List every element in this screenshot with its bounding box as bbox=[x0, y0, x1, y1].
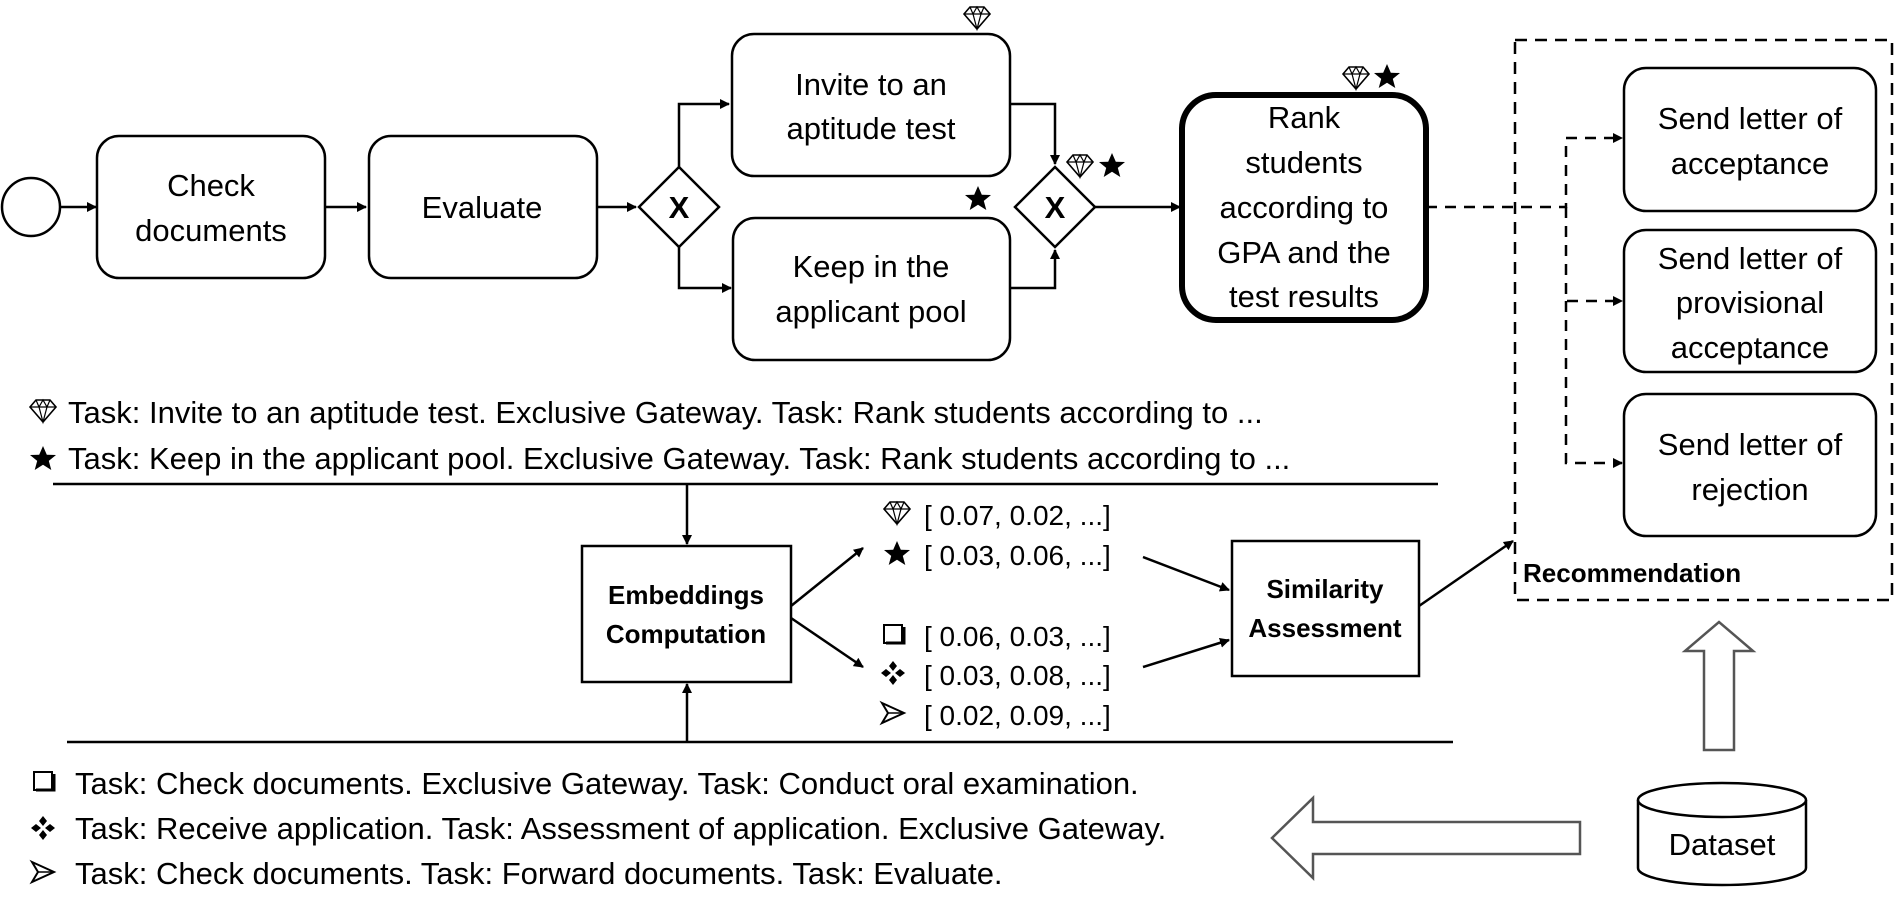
task-label: test results bbox=[1229, 279, 1379, 314]
bpmn-process: Check documents Evaluate X Invite to an … bbox=[0, 6, 1623, 468]
diamond-icon bbox=[1342, 66, 1370, 90]
svg-text:acceptance: acceptance bbox=[1671, 146, 1830, 181]
similarity-label: Assessment bbox=[1248, 613, 1402, 643]
task-keep-applicant-pool bbox=[731, 216, 1012, 362]
similarity-label: Similarity bbox=[1266, 574, 1384, 604]
svg-text:students: students bbox=[1245, 145, 1362, 180]
square-icon bbox=[32, 770, 56, 792]
vector-text: [ 0.07, 0.02, ...] bbox=[924, 500, 1111, 531]
task-label: GPA and the bbox=[1217, 235, 1391, 270]
exclusive-gateway-join bbox=[1013, 165, 1097, 249]
dataset-entry-text: Task: Check documents. Exclusive Gateway… bbox=[75, 766, 1139, 801]
recommendation-label: Recommendation bbox=[1523, 558, 1741, 588]
dataset-to-recommendation-arrow bbox=[1681, 620, 1757, 752]
task-label: students bbox=[1245, 145, 1362, 180]
vector-text: [ 0.03, 0.08, ...] bbox=[924, 660, 1111, 691]
dataset-entry-text: Task: Check documents. Task: Forward doc… bbox=[75, 856, 1003, 891]
svg-text:documents: documents bbox=[135, 213, 287, 248]
arrowhead-icon bbox=[31, 861, 55, 883]
task-label: Invite to an bbox=[795, 67, 947, 102]
task-label: Check bbox=[167, 168, 255, 203]
recommendation-connector bbox=[1426, 133, 1623, 209]
svg-text:applicant pool: applicant pool bbox=[775, 294, 966, 329]
svg-text:rejection: rejection bbox=[1691, 472, 1808, 507]
task-invite-aptitude-test bbox=[730, 32, 1012, 178]
star-icon bbox=[1374, 64, 1400, 88]
svg-text:Send letter of: Send letter of bbox=[1658, 241, 1843, 276]
svg-text:GPA and the: GPA and the bbox=[1217, 235, 1391, 270]
task-check-documents bbox=[95, 134, 327, 280]
task-label: rejection bbox=[1691, 472, 1808, 507]
task-label: according to bbox=[1220, 190, 1389, 225]
embeddings-section: Embeddings Computation [ 0.07, 0.02, ...… bbox=[67, 484, 1514, 744]
recommendation-box bbox=[1513, 38, 1894, 602]
task-label: Send letter of bbox=[1658, 241, 1843, 276]
four-diamonds-icon bbox=[881, 661, 905, 685]
vector-text: [ 0.03, 0.06, ...] bbox=[924, 540, 1111, 571]
query-text: Task: Invite to an aptitude test. Exclus… bbox=[68, 395, 1263, 430]
svg-text:Rank: Rank bbox=[1268, 100, 1341, 135]
four-diamonds-icon bbox=[31, 816, 55, 840]
task-send-provisional-acceptance[interactable] bbox=[1622, 228, 1878, 374]
task-send-rejection[interactable] bbox=[1622, 392, 1878, 538]
gateway-symbol: X bbox=[669, 190, 690, 225]
task-label: Rank bbox=[1268, 100, 1341, 135]
task-label: documents bbox=[135, 213, 287, 248]
arrowhead-icon bbox=[881, 702, 905, 724]
query-text: Task: Keep in the applicant pool. Exclus… bbox=[68, 441, 1290, 476]
svg-text:Send letter of: Send letter of bbox=[1658, 101, 1843, 136]
square-icon bbox=[882, 623, 906, 645]
star-icon bbox=[884, 541, 910, 565]
svg-text:Send letter of: Send letter of bbox=[1658, 427, 1843, 462]
start-event bbox=[0, 176, 62, 238]
svg-text:Keep in the: Keep in the bbox=[793, 249, 950, 284]
svg-text:test results: test results bbox=[1229, 279, 1379, 314]
similarity-assessment-box bbox=[1230, 539, 1421, 678]
dataset-entry-text: Task: Receive application. Task: Assessm… bbox=[75, 811, 1166, 846]
query-descriptions: Task: Invite to an aptitude test. Exclus… bbox=[29, 395, 1438, 486]
task-label: Evaluate bbox=[422, 190, 543, 225]
dataset-to-embeddings-arrow bbox=[1270, 795, 1582, 881]
dataset-cylinder[interactable]: Dataset bbox=[1636, 781, 1808, 887]
star-icon bbox=[30, 446, 56, 470]
task-label: Keep in the bbox=[793, 249, 950, 284]
star-icon bbox=[965, 186, 991, 210]
task-label: applicant pool bbox=[775, 294, 966, 329]
task-label: acceptance bbox=[1671, 330, 1830, 365]
vector-text: [ 0.06, 0.03, ...] bbox=[924, 621, 1111, 652]
diamond-icon bbox=[883, 501, 911, 525]
svg-text:Invite to an: Invite to an bbox=[795, 67, 947, 102]
task-label: acceptance bbox=[1671, 146, 1830, 181]
svg-text:Evaluate: Evaluate bbox=[422, 190, 543, 225]
diamond-icon bbox=[29, 399, 57, 423]
dataset-section: Dataset Task: Check documents. Exclusive… bbox=[31, 620, 1808, 891]
embeddings-label: Computation bbox=[606, 619, 766, 649]
task-label: Send letter of bbox=[1658, 427, 1843, 462]
svg-text:provisional: provisional bbox=[1676, 285, 1824, 320]
task-label: provisional bbox=[1676, 285, 1824, 320]
svg-text:aptitude test: aptitude test bbox=[787, 111, 956, 146]
diamond-icon bbox=[1066, 154, 1094, 178]
embeddings-computation-box bbox=[580, 544, 793, 684]
task-label: aptitude test bbox=[787, 111, 956, 146]
recommendation-area: Recommendation Send letter of acceptance… bbox=[1513, 38, 1894, 602]
task-label: Send letter of bbox=[1658, 101, 1843, 136]
svg-text:according to: according to bbox=[1220, 190, 1389, 225]
star-icon bbox=[1099, 153, 1125, 177]
vector-text: [ 0.02, 0.09, ...] bbox=[924, 700, 1111, 731]
gateway-symbol: X bbox=[1045, 190, 1066, 225]
dataset-label: Dataset bbox=[1669, 827, 1776, 862]
svg-text:acceptance: acceptance bbox=[1671, 330, 1830, 365]
svg-text:Check: Check bbox=[167, 168, 255, 203]
diamond-icon bbox=[963, 6, 991, 30]
embeddings-label: Embeddings bbox=[608, 580, 764, 610]
task-send-acceptance[interactable] bbox=[1622, 66, 1878, 213]
